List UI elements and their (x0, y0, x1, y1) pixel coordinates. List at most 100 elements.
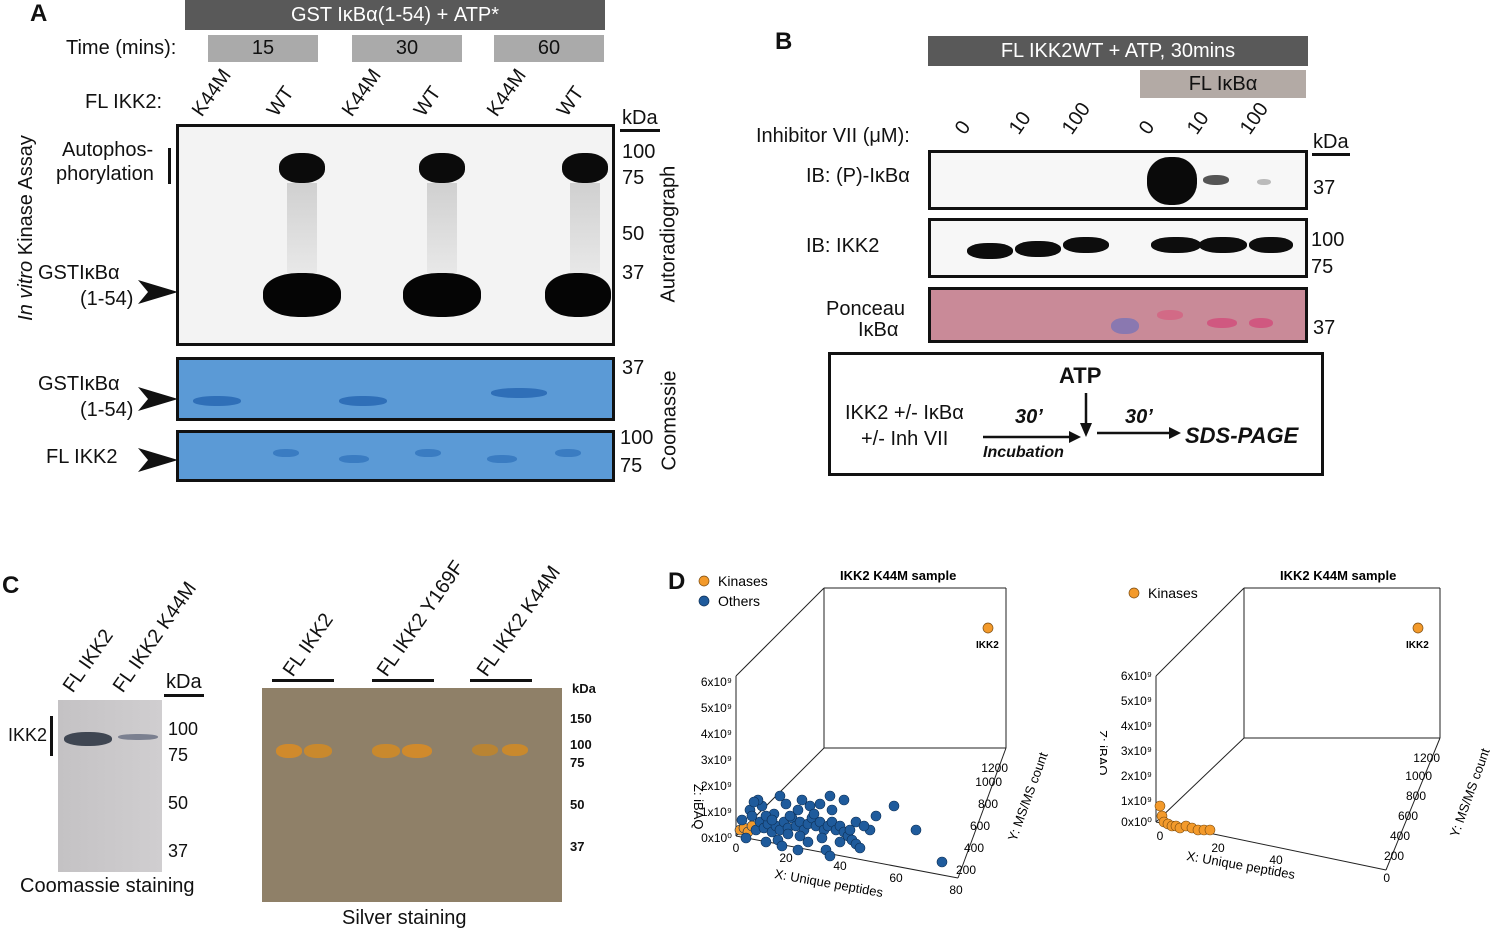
x-axis-1-label: X: Unique peptides (773, 866, 884, 900)
plot-1-points (734, 790, 948, 868)
coom-marker-37: 37 (168, 841, 189, 861)
x-tick-1-0: 0 (733, 841, 740, 855)
conc-label-b3: 100 (1057, 98, 1095, 139)
scheme-time-2: 30’ (1125, 406, 1153, 428)
z-tick-2-0: 0x10⁰ (1121, 815, 1152, 829)
silver-band-1 (276, 744, 302, 758)
y-tick-1-800: 800 (978, 797, 998, 811)
z-tick-2-4: 4x10⁹ (1121, 719, 1152, 733)
coom-marker-50: 50 (168, 793, 189, 813)
scatter-point (844, 824, 856, 836)
silver-band-3 (372, 744, 400, 758)
y-tick-2-200: 200 (1384, 849, 1404, 863)
scheme-end: SDS-PAGE (1185, 423, 1299, 448)
plot-3d-2: IKK2 K44M sample Kinases 6x10⁹ 5x10⁹ 4x1… (1100, 568, 1493, 885)
smear-30 (427, 183, 457, 273)
legend-kinases: Kinases (718, 573, 768, 589)
ikk2-point-1-label: IKK2 (976, 640, 999, 651)
legend-others-marker (698, 595, 710, 607)
ikk2-band-1 (967, 243, 1013, 259)
kda-label-b: kDa (1313, 131, 1349, 153)
plot-2-points (1154, 800, 1216, 836)
silver-marker-100: 100 (570, 737, 592, 752)
scatter-point (796, 794, 808, 806)
plot-3d-1: IKK2 K44M sample Kinases Others 6x10⁹ 5x… (691, 568, 1051, 900)
scatter-point (794, 830, 806, 842)
silver-caption: Silver staining (342, 907, 467, 929)
z-axis-1-label: Z: iBAQ (691, 784, 706, 830)
scatter-point (746, 810, 758, 822)
silver-band-5 (472, 744, 498, 756)
scheme-incubation: Incubation (983, 444, 1064, 461)
y-tick-2-0: 0 (1383, 871, 1390, 885)
silver-marker-75: 75 (570, 755, 585, 770)
marker-coom2-100: 100 (620, 427, 654, 449)
arrowhead-icon (138, 387, 178, 411)
ib-ikk2-label: IB: IKK2 (806, 235, 880, 257)
marker-coom1-37: 37 (622, 357, 645, 379)
ikk2-band-6 (1249, 237, 1293, 253)
z-tick-1-4: 4x10⁹ (701, 727, 732, 741)
coom-kda-label: kDa (166, 671, 202, 693)
coom-gst-label-1: GSTIκBα (38, 373, 120, 395)
lane-label-a6: WT (552, 82, 589, 121)
scatter-point (776, 840, 788, 852)
silver-lane-line-2 (372, 679, 434, 682)
scatter-point (858, 820, 870, 832)
x-tick-2-20: 20 (1211, 841, 1225, 855)
panel-letter-b: B (775, 28, 793, 55)
arrowhead-icon (138, 448, 178, 472)
z-tick-2-6: 6x10⁹ (1121, 669, 1152, 683)
silver-band-4 (402, 744, 432, 758)
marker-b-ponceau-37: 37 (1313, 317, 1336, 339)
ponceau-blot (928, 287, 1308, 343)
silver-band-2 (304, 744, 332, 758)
silver-lane-label-3: FL IKK2 K44M (472, 562, 565, 681)
band-gst-60 (545, 273, 611, 317)
y-tick-2-600: 600 (1398, 809, 1418, 823)
scatter-point (740, 832, 752, 844)
y-axis-2-label: Y: MS/MS count (1447, 746, 1493, 839)
p-ikba-band-0 (1147, 157, 1197, 205)
gst-ikba-label-1: GSTIκBα (38, 262, 120, 284)
z-axis-2-label: Z: iBAQ (1100, 730, 1110, 776)
marker-b-p-37: 37 (1313, 177, 1336, 199)
fl-ikk2-coom-label: FL IKK2 (46, 446, 118, 468)
scatter-point (808, 808, 820, 820)
band-autophos-60 (562, 153, 608, 183)
marker-a-37: 37 (622, 262, 645, 284)
time-label: Time (mins): (66, 37, 177, 59)
x-tick-1-20: 20 (779, 851, 793, 865)
scheme-left-1: IKK2 +/- IκBα (845, 402, 964, 424)
coom-ikk2-band-4 (487, 455, 517, 463)
scatter-point (780, 798, 792, 810)
inhibitor-label: Inhibitor VII (μM): (756, 125, 910, 147)
coom-gst-band-1 (193, 396, 241, 406)
silver-marker-50: 50 (570, 797, 585, 812)
smear-60 (570, 183, 600, 273)
conc-label-b5: 10 (1182, 107, 1214, 139)
scatter-point (736, 814, 748, 826)
lane-label-a5: K44M (482, 65, 531, 121)
z-tick-2-3: 3x10⁹ (1121, 744, 1152, 758)
x-tick-1-40: 40 (833, 859, 847, 873)
scatter-point (1204, 824, 1216, 836)
lane-label-a4: WT (409, 82, 446, 121)
panel-letter-c: C (2, 572, 20, 599)
ikk2-point-1 (982, 622, 994, 634)
marker-a-50: 50 (622, 223, 645, 245)
in-vitro-side-label: In vitro Kinase Assay (15, 93, 39, 363)
scheme-atp: ATP (1059, 363, 1102, 388)
coom-gel-band-fl (64, 732, 112, 746)
ponceau-label-2: IκBα (858, 319, 899, 341)
p-ikba-band-10 (1203, 175, 1229, 185)
scatter-point (784, 810, 796, 822)
plot-1-title: IKK2 K44M sample (840, 568, 956, 583)
scatter-point (760, 836, 772, 848)
silver-gel (262, 688, 562, 902)
scatter-point (1154, 800, 1166, 812)
ikk2-band-4 (1151, 237, 1201, 253)
ib-p-ikba-label: IB: (P)-IκBα (806, 165, 910, 187)
band-autophos-30 (419, 153, 465, 183)
scatter-point (782, 828, 794, 840)
